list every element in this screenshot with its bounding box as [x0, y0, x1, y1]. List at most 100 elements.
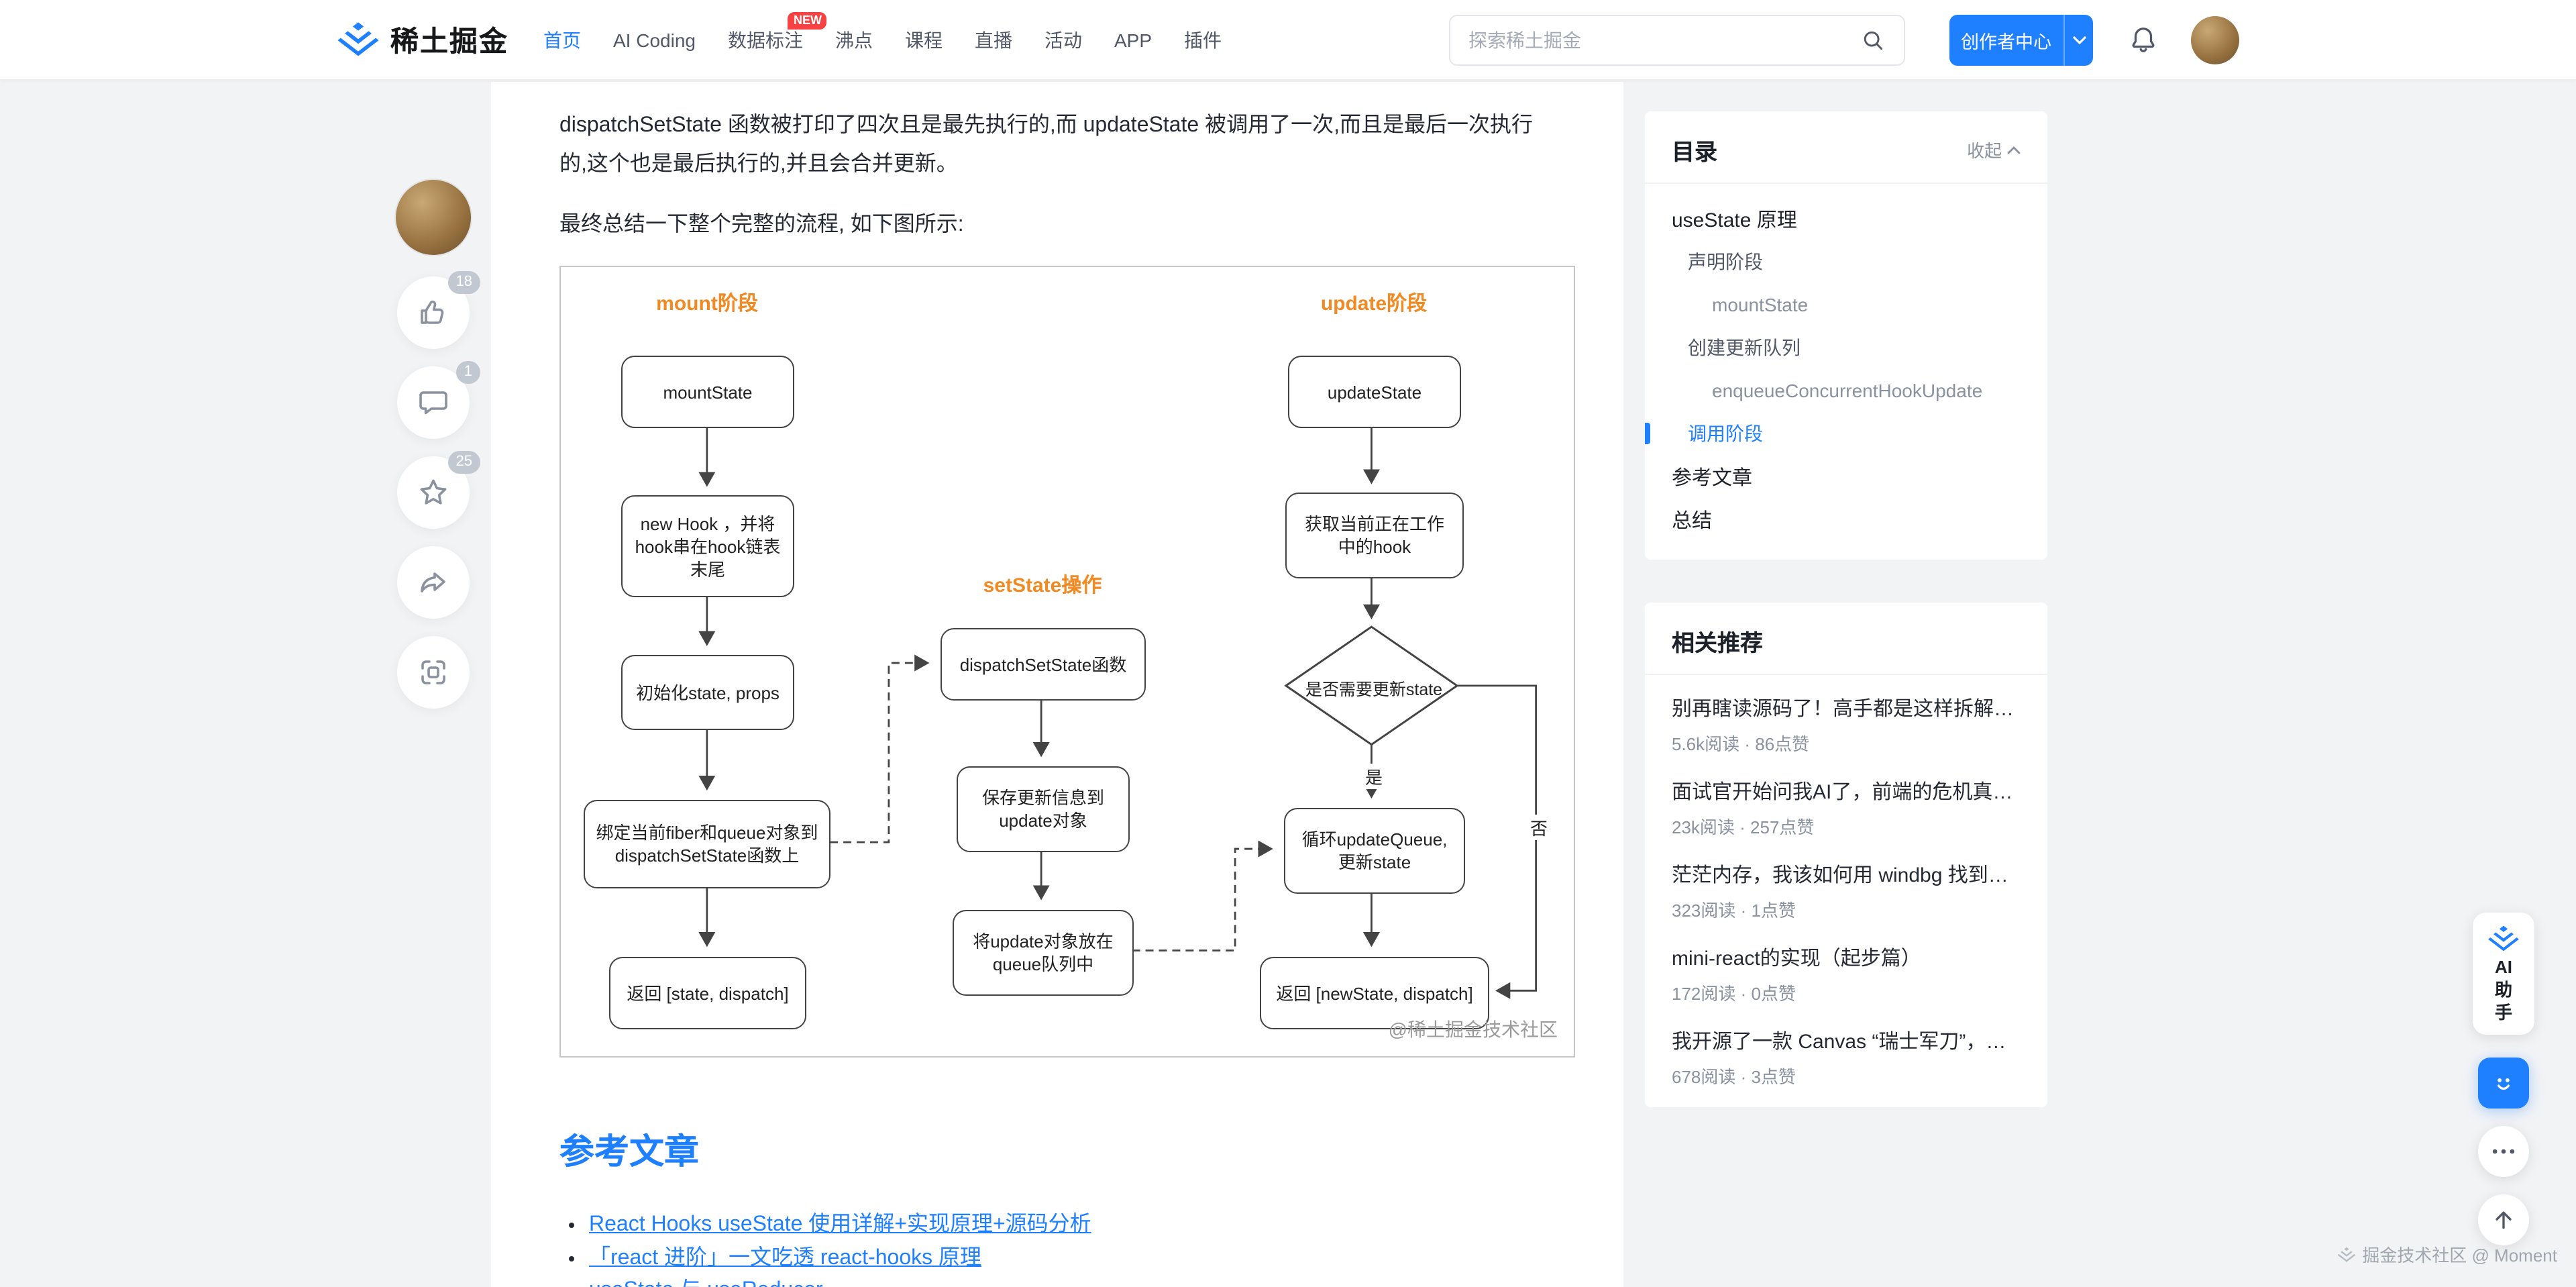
references-heading: 参考文章: [559, 1131, 700, 1172]
like-button[interactable]: 18: [397, 271, 480, 349]
nav-item-label: 首页: [543, 29, 581, 50]
share-button[interactable]: [397, 546, 470, 619]
share-icon: [421, 572, 445, 593]
comment-button[interactable]: 1: [397, 361, 480, 439]
related-title: 相关推荐: [1645, 603, 2047, 675]
related-item-title: mini-react的实现（起步篇）: [1672, 947, 1921, 970]
nav-item-label: 直播: [974, 29, 1012, 50]
flowchart-node-need-update-decision: 是否需要更新state: [1305, 680, 1443, 699]
nav-item-ai-coding[interactable]: AI Coding: [597, 0, 712, 80]
flowchart-node-return-newstate-dispatch: 返回 [newState, dispatch]: [1260, 957, 1489, 1030]
related-item[interactable]: 茫茫内存，我该如何用 windbg 找到你？ 323阅读 · 1点赞: [1645, 850, 2047, 933]
toc-item-enqueueconcurrenthookupdate[interactable]: enqueueConcurrentHookUpdate: [1712, 380, 1983, 401]
toc-item-declaration-phase[interactable]: 声明阶段: [1688, 251, 1763, 272]
toc-item-create-update-queue[interactable]: 创建更新队列: [1688, 337, 1801, 358]
toc-item-mountstate[interactable]: mountState: [1712, 294, 1809, 315]
related-item-meta: 5.6k阅读 · 86点赞: [1672, 734, 1810, 754]
nav-item-home[interactable]: 首页: [527, 0, 597, 80]
related-item[interactable]: 别再瞎读源码了！高手都是这样拆解大... 5.6k阅读 · 86点赞: [1645, 683, 2047, 766]
site-watermark-text: 掘金技术社区 @ Moment: [2362, 1245, 2557, 1266]
toc-collapse-button[interactable]: 收起: [1967, 137, 2021, 162]
nav-item-courses[interactable]: 课程: [889, 0, 959, 80]
site-watermark: 掘金技术社区 @ Moment: [2337, 1241, 2557, 1267]
logo[interactable]: 稀土掘金: [337, 19, 508, 60]
nav-item-label: APP: [1114, 29, 1152, 50]
creator-center-button[interactable]: 创作者中心: [1949, 14, 2093, 65]
flowchart-figure[interactable]: mount阶段 update阶段 setState操作 mountState n…: [559, 266, 1575, 1058]
nav-item-app[interactable]: APP: [1098, 0, 1168, 80]
ai-assistant-icon: [2488, 925, 2519, 951]
flowchart-node-return-state-dispatch: 返回 [state, dispatch]: [609, 957, 806, 1030]
more-button[interactable]: [2478, 1125, 2529, 1177]
capture-button[interactable]: [397, 636, 470, 709]
reference-link[interactable]: React Hooks useState 使用详解+实现原理+源码分析: [589, 1213, 1091, 1237]
flowchart-node-bind-fiber-queue: 绑定当前fiber和queue对象到dispatchSetState函数上: [584, 800, 830, 889]
author-avatar[interactable]: [396, 180, 471, 255]
related-item-meta: 172阅读 · 0点赞: [1672, 984, 1796, 1004]
toc-item-summary[interactable]: 总结: [1672, 509, 1713, 532]
toc-item-usestate-principle[interactable]: useState 原理: [1672, 209, 1797, 231]
flowchart-node-updatestate: updateState: [1288, 356, 1461, 429]
nav-item-label: AI Coding: [613, 29, 696, 50]
thumb-up-icon: [421, 300, 444, 324]
related-item-meta: 23k阅读 · 257点赞: [1672, 817, 1815, 837]
paragraph: dispatchSetState 函数被打印了四次且是最先执行的,而 updat…: [559, 114, 1533, 176]
flowchart-label-yes: 是: [1360, 764, 1387, 790]
flowchart-node-enqueue-update: 将update对象放在queue队列中: [953, 910, 1134, 996]
search-icon: [1863, 30, 1882, 50]
floating-tools-rail: AI助手: [2471, 913, 2536, 1245]
toc-item-call-phase[interactable]: 调用阶段: [1645, 412, 2047, 455]
flowchart-node-new-hook: new Hook ，并将hook串在hook链表末尾: [621, 495, 794, 598]
right-sidebar: 目录 收起 useState 原理 声明阶段 mountState 创建更新队列…: [1645, 111, 2047, 1107]
juejin-mini-logo-icon: [2337, 1246, 2355, 1262]
toc-list: useState 原理 声明阶段 mountState 创建更新队列 enque…: [1645, 184, 2047, 560]
notifications-button[interactable]: [2128, 24, 2159, 55]
nav-item-live[interactable]: 直播: [959, 0, 1028, 80]
logo-text: 稀土掘金: [390, 26, 508, 57]
article-content: dispatchSetState 函数被打印了四次且是最先执行的,而 updat…: [491, 82, 1623, 1287]
nav-item-label: 数据标注: [727, 29, 803, 50]
flowchart-arrows: [698, 427, 1538, 1000]
related-item-title: 别再瞎读源码了！高手都是这样拆解大...: [1672, 698, 2021, 721]
reference-link[interactable]: useState 与 useReducer: [589, 1280, 823, 1287]
nav-item-plugins[interactable]: 插件: [1168, 0, 1238, 80]
back-to-top-button[interactable]: [2478, 1194, 2529, 1245]
ellipsis-icon: [2492, 1149, 2515, 1153]
collect-button[interactable]: 25: [397, 451, 480, 529]
toc-item-references[interactable]: 参考文章: [1672, 466, 1753, 489]
flowchart-watermark: @稀土掘金技术社区: [1388, 1019, 1558, 1041]
reference-list-item: useState 与 useReducer: [589, 1276, 1555, 1287]
related-item[interactable]: 面试官开始问我AI了，前端的危机真的... 23k阅读 · 257点赞: [1645, 766, 2047, 850]
feedback-face-icon: [2498, 1078, 2510, 1090]
juejin-logo-icon: [337, 22, 379, 56]
toc-title: 目录: [1672, 140, 1717, 165]
new-badge: NEW: [788, 11, 827, 29]
feedback-button[interactable]: [2478, 1057, 2529, 1109]
flowchart-node-init-state: 初始化state, props: [621, 655, 794, 731]
reference-link[interactable]: 「react 进阶」一文吃透 react-hooks 原理: [589, 1246, 982, 1270]
search-box: [1448, 14, 1904, 65]
flowchart-title-mount-phase: mount阶段: [656, 293, 758, 316]
comment-count-badge: 1: [455, 361, 480, 384]
reference-list-item: 「react 进阶」一文吃透 react-hooks 原理: [589, 1243, 1555, 1276]
user-avatar[interactable]: [2191, 15, 2239, 64]
flowchart-node-loop-update-queue: 循环updateQueue, 更新state: [1284, 808, 1465, 894]
search-input[interactable]: [1450, 29, 1841, 50]
ai-assistant-button[interactable]: AI助手: [2473, 913, 2534, 1035]
toc-header: 目录 收起: [1645, 111, 2047, 184]
nav-item-events[interactable]: 活动: [1028, 0, 1098, 80]
related-item[interactable]: 我开源了一款 Canvas “瑞士军刀”，十... 678阅读 · 3点赞: [1645, 1016, 2047, 1099]
bell-icon: [2132, 28, 2155, 52]
flowchart-node-get-current-hook: 获取当前正在工作中的hook: [1285, 493, 1464, 579]
collect-count-badge: 25: [447, 451, 480, 474]
reference-list-item: React Hooks useState 使用详解+实现原理+源码分析: [589, 1210, 1555, 1243]
chevron-up-icon: [2007, 146, 2021, 154]
search-button[interactable]: [1841, 15, 1903, 64]
creator-center-dropdown[interactable]: [2063, 14, 2093, 65]
nav-item-boiling-point[interactable]: 沸点: [819, 0, 889, 80]
flowchart-title-setstate: setState操作: [983, 574, 1102, 598]
chevron-down-icon: [2072, 36, 2086, 44]
related-item[interactable]: mini-react的实现（起步篇） 172阅读 · 0点赞: [1645, 933, 2047, 1016]
